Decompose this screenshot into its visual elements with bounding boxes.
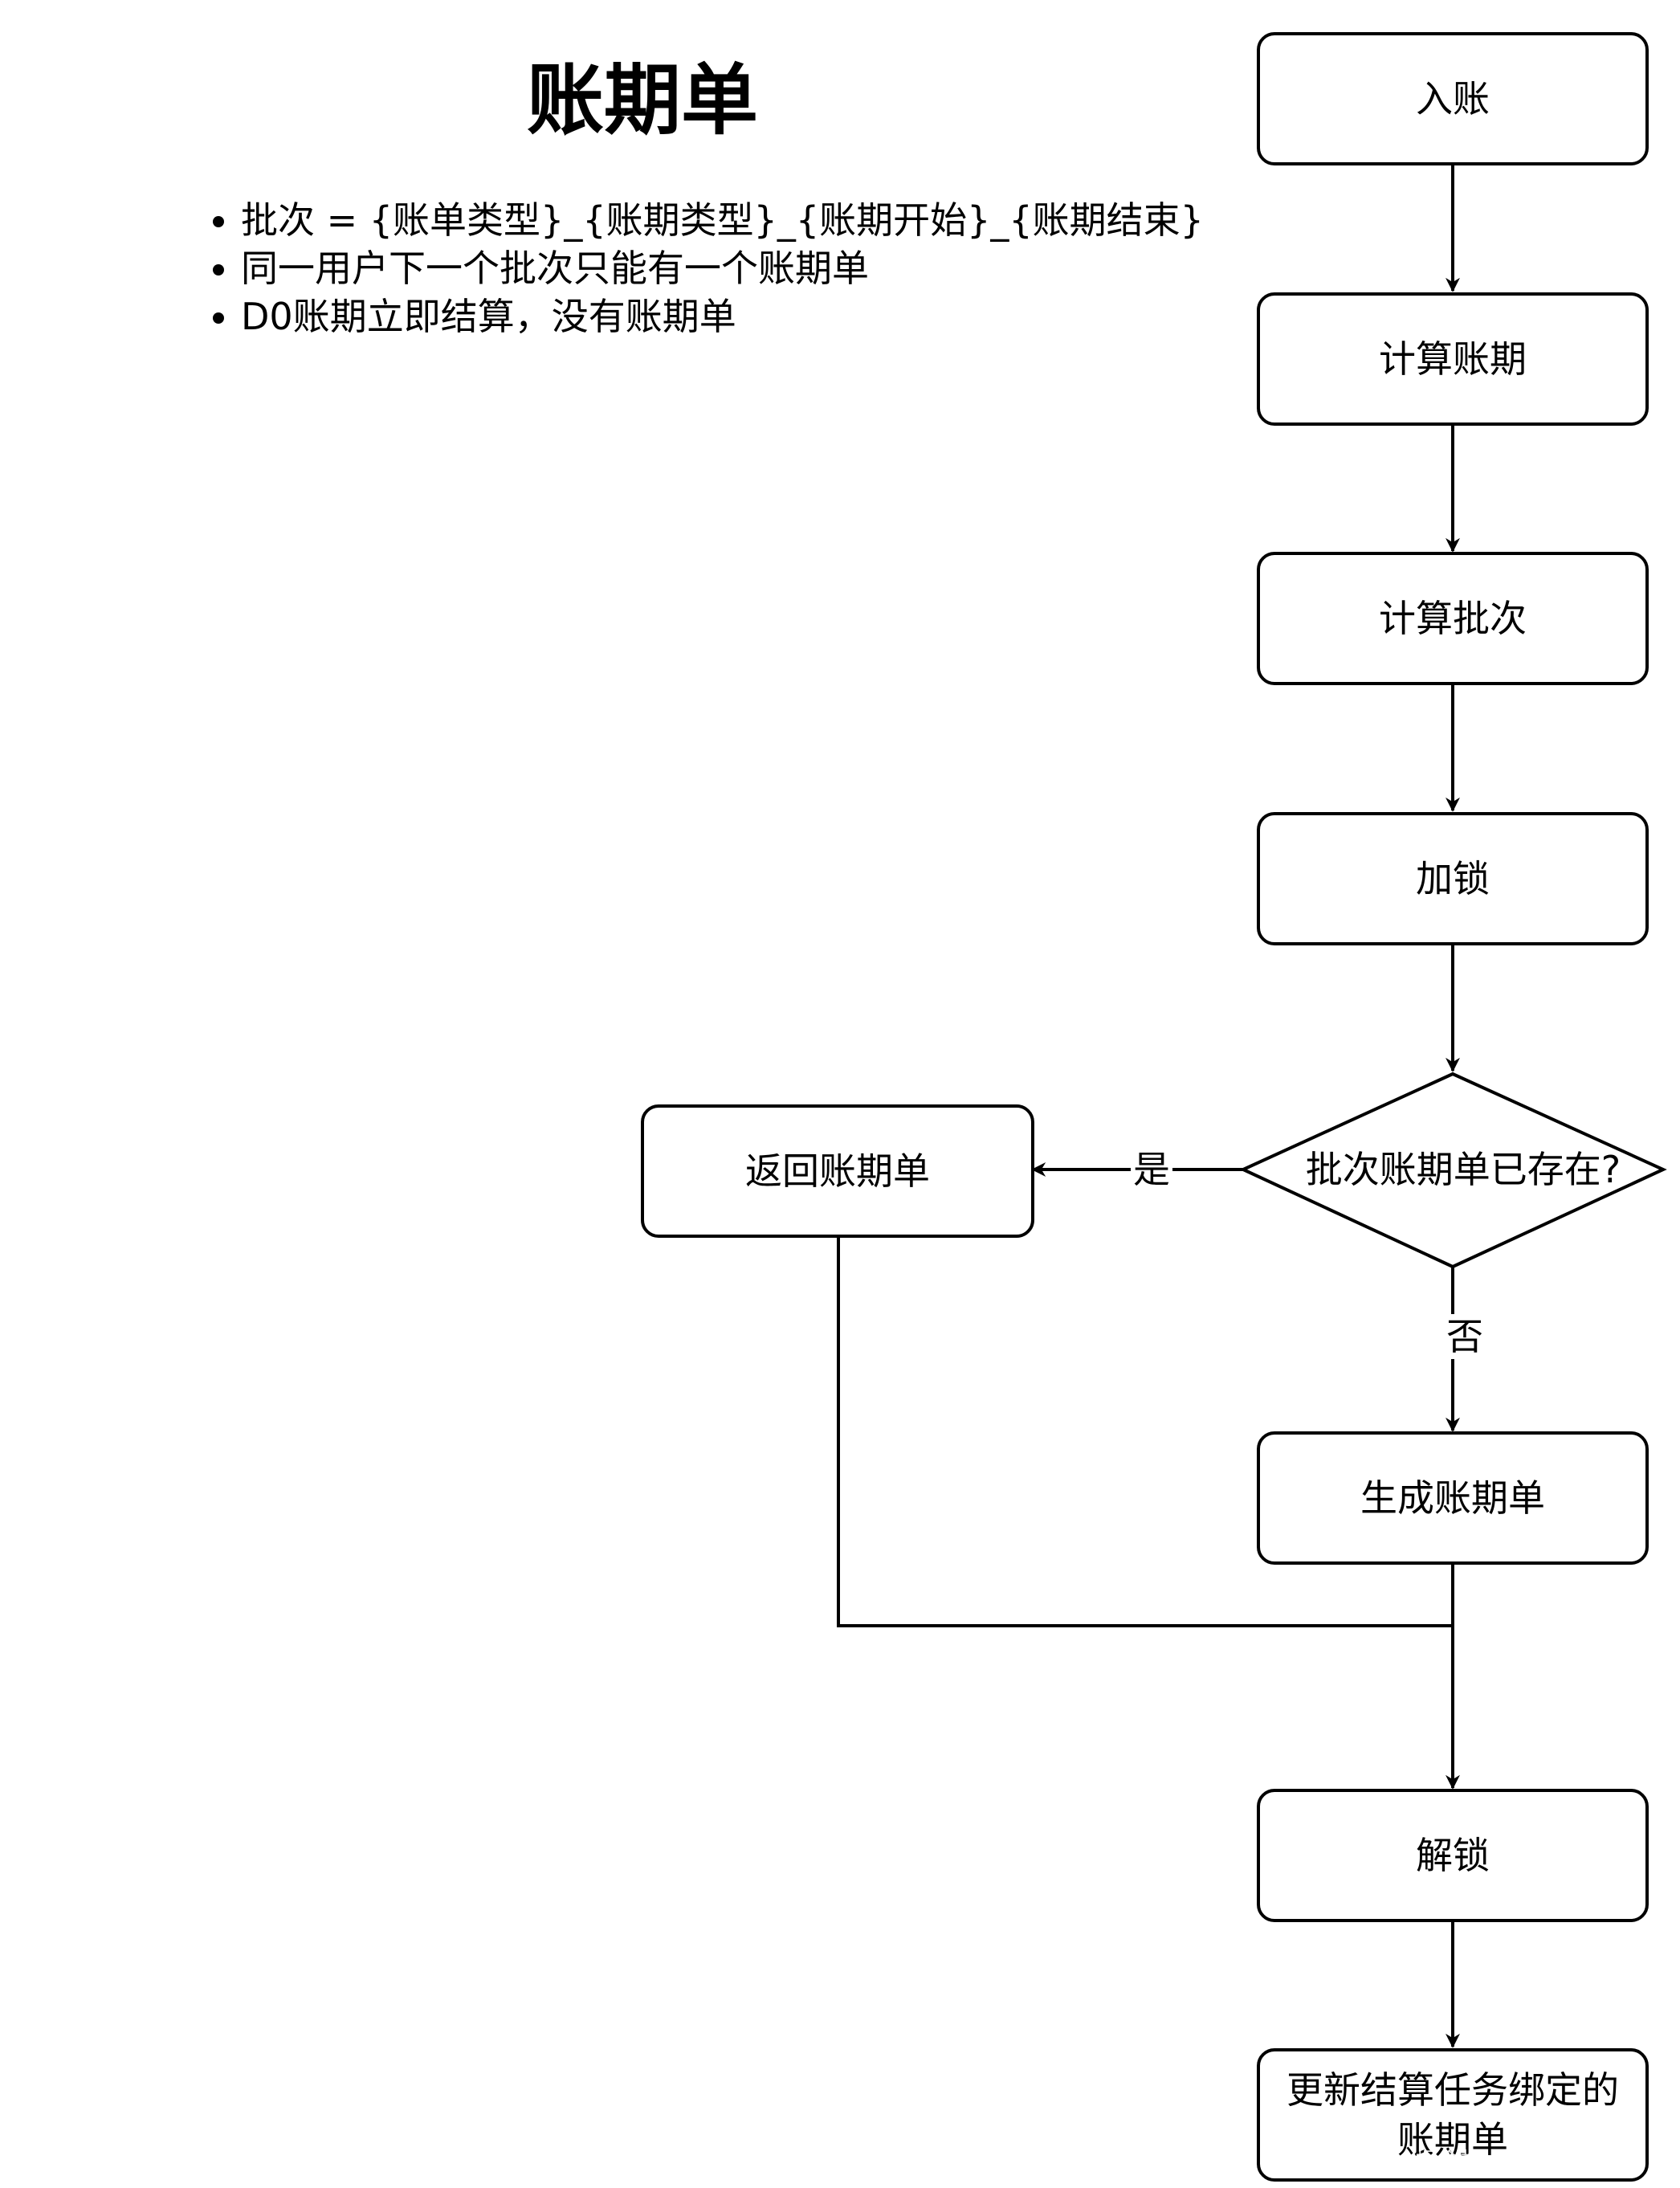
label-ruzhang: 入账 bbox=[1416, 77, 1490, 120]
edge-label-no: 否 bbox=[1446, 1315, 1483, 1358]
node-unlock bbox=[1257, 1789, 1649, 1922]
watermark: 掘金技术社区 @ EricT bbox=[1416, 2148, 1644, 2174]
node-lock bbox=[1257, 812, 1649, 945]
label-lock: 加锁 bbox=[1416, 857, 1490, 900]
node-calc-period bbox=[1257, 292, 1649, 426]
label-update-line1: 更新结算任务绑定的 bbox=[1287, 2068, 1619, 2112]
note-item: 批次 = {账单类型}_{账期类型}_{账期开始}_{账期结束} bbox=[241, 196, 1204, 244]
label-return-bill: 返回账期单 bbox=[745, 1149, 930, 1193]
node-update bbox=[1257, 2048, 1649, 2182]
note-item: 同一用户下一个批次只能有一个账期单 bbox=[241, 244, 1204, 292]
node-decision bbox=[1239, 1072, 1667, 1269]
node-generate-bill bbox=[1257, 1431, 1649, 1565]
diagram-title: 账期单 bbox=[527, 55, 758, 145]
edge-return-to-merge bbox=[837, 1237, 1453, 1627]
nodes bbox=[641, 32, 1667, 2182]
edge-labels: 是 否 bbox=[1131, 1148, 1486, 1359]
label-calc-period: 计算账期 bbox=[1379, 337, 1527, 381]
notes-list: 批次 = {账单类型}_{账期类型}_{账期开始}_{账期结束} 同一用户下一个… bbox=[161, 196, 1204, 341]
node-return-bill bbox=[641, 1104, 1034, 1238]
node-labels: 入账 计算账期 计算批次 加锁 批次账期单已存在? 返回账期单 生成账期单 解锁… bbox=[745, 77, 1621, 2161]
label-update-line2: 账期单 bbox=[1397, 2118, 1508, 2161]
node-calc-batch bbox=[1257, 552, 1649, 685]
edge-label-yes: 是 bbox=[1133, 1148, 1170, 1191]
node-ruzhang bbox=[1257, 32, 1649, 165]
label-decision: 批次账期单已存在? bbox=[1306, 1148, 1621, 1191]
label-generate-bill: 生成账期单 bbox=[1360, 1476, 1545, 1520]
label-calc-batch: 计算批次 bbox=[1379, 597, 1527, 640]
label-unlock: 解锁 bbox=[1416, 1834, 1490, 1877]
note-item: D0账期立即结算，没有账期单 bbox=[241, 292, 1204, 341]
